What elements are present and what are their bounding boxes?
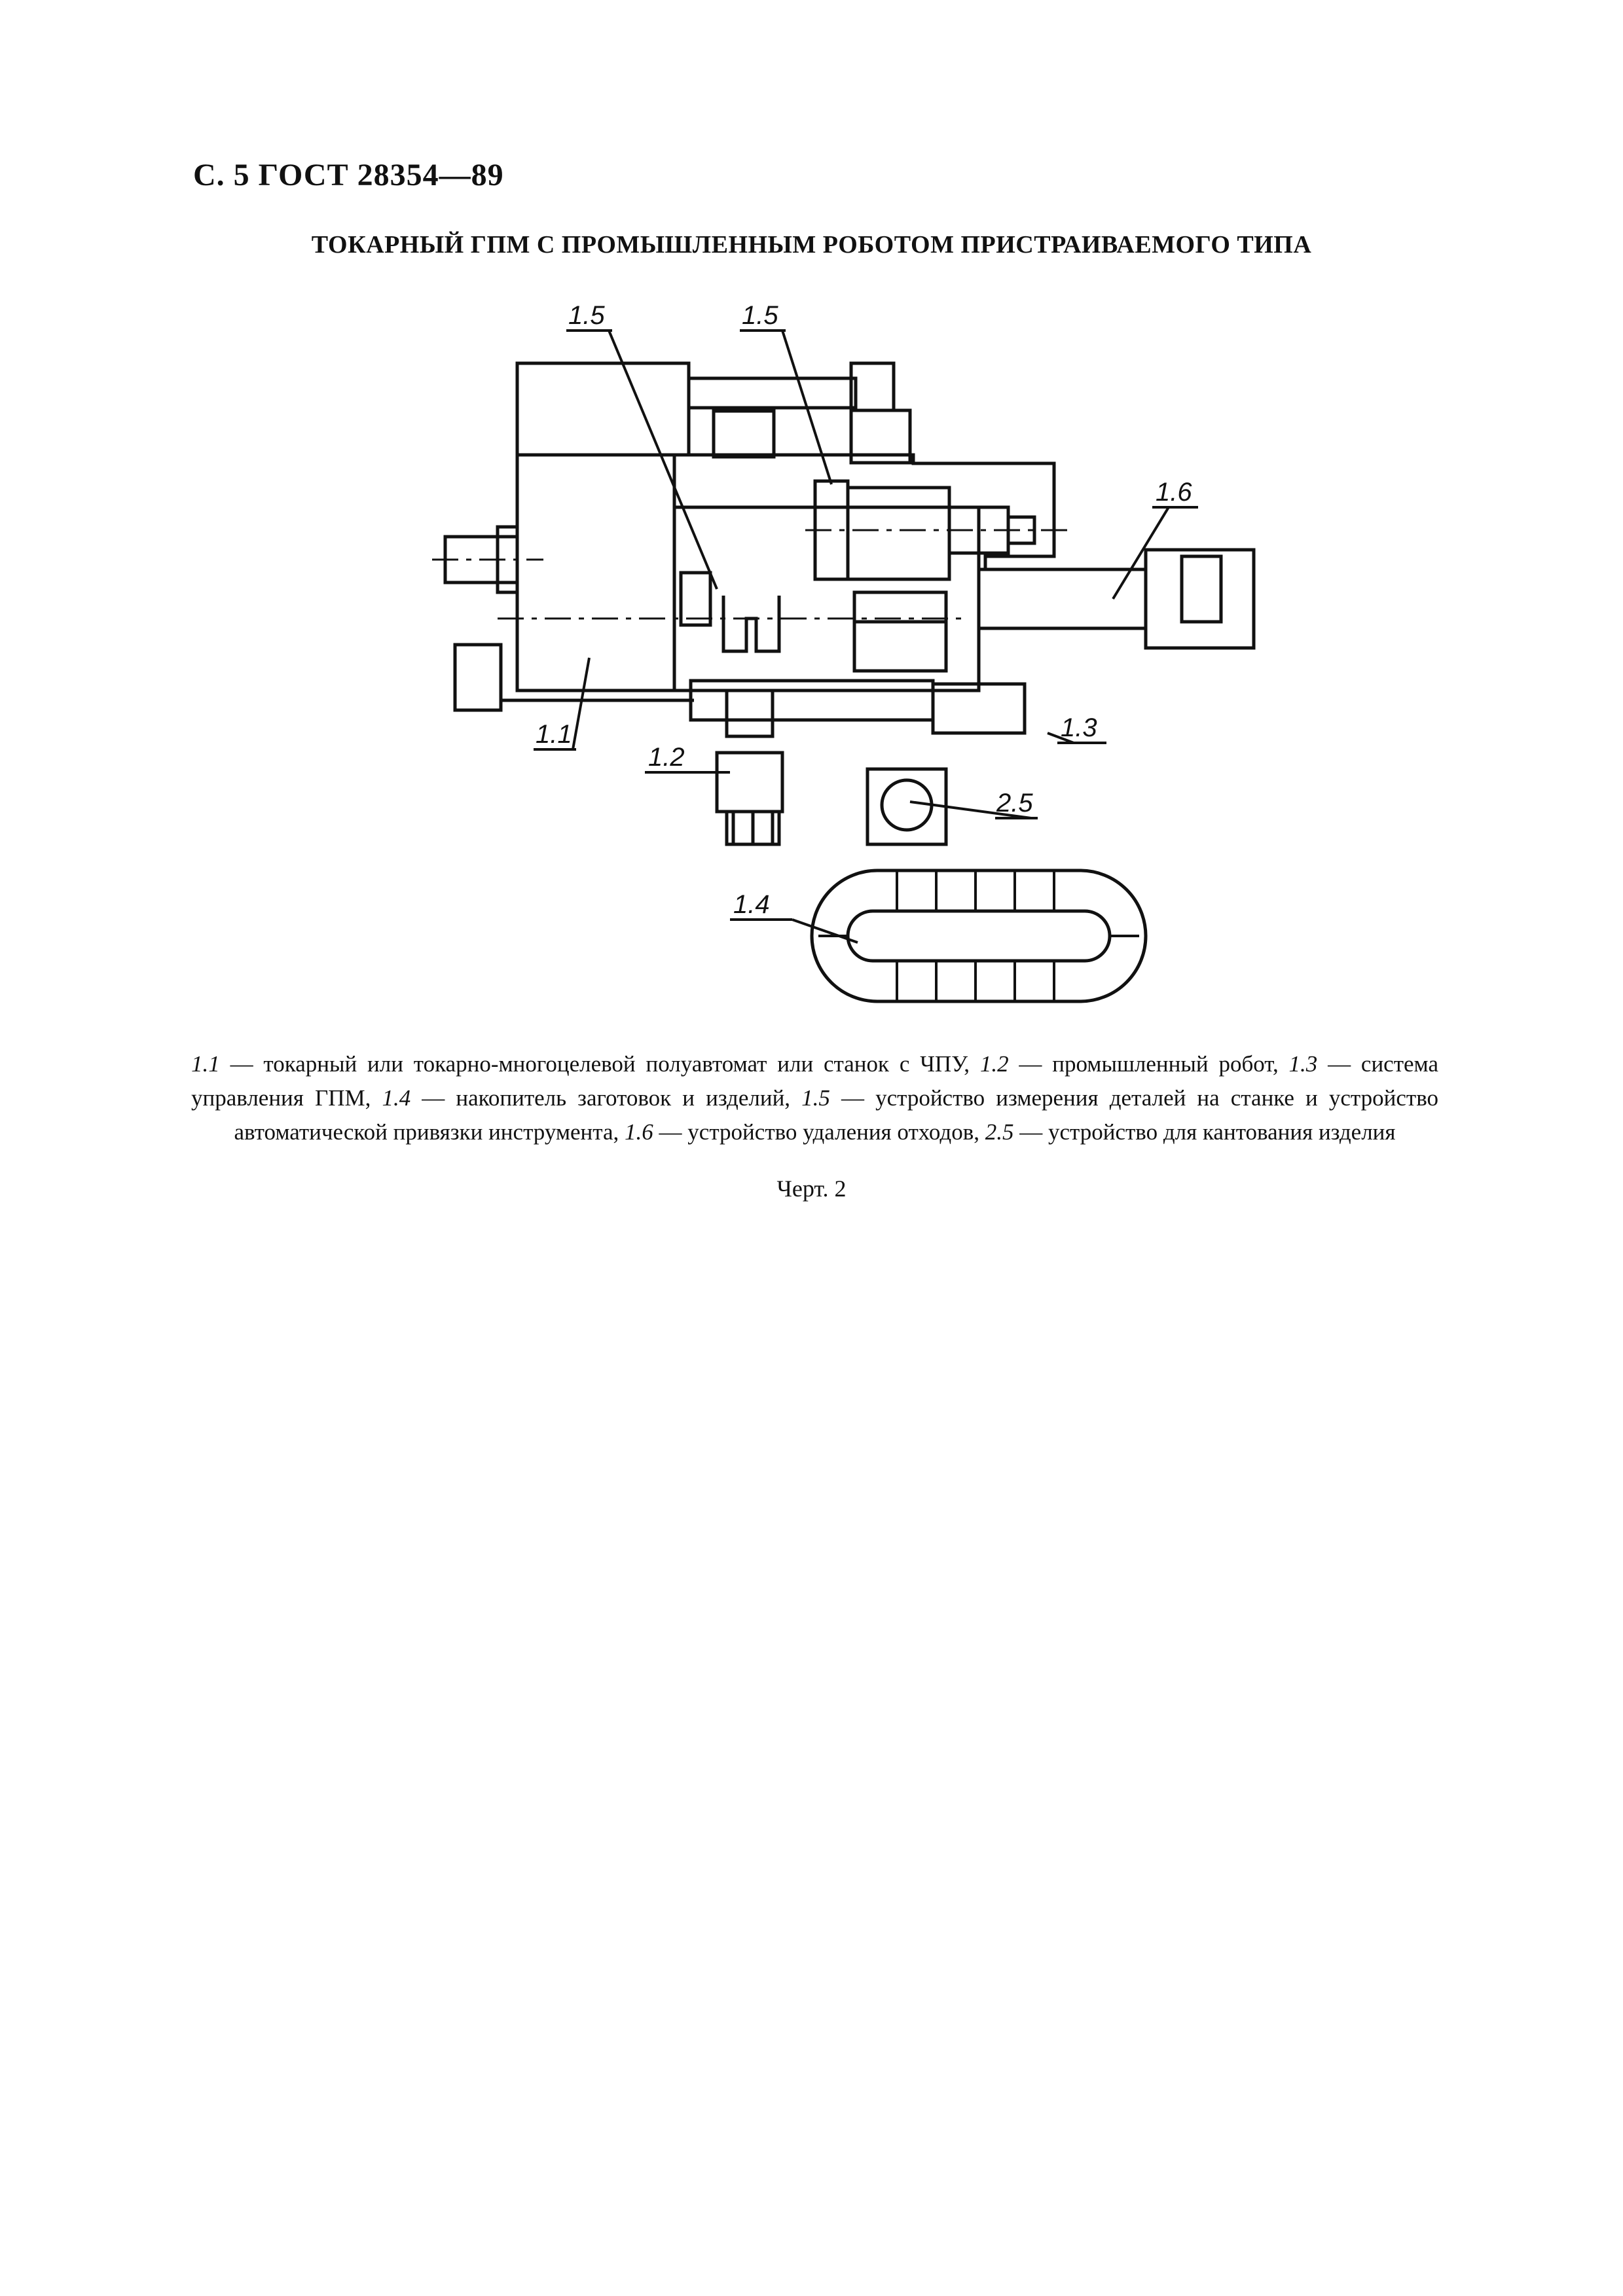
legend-num: 1.2 bbox=[979, 1051, 1009, 1077]
figure-number: Черт. 2 bbox=[776, 1175, 847, 1202]
legend-caption: 1.1 — токарный или токарно-многоцелевой … bbox=[191, 1047, 1438, 1149]
chuck-left bbox=[443, 535, 519, 584]
storage-outer bbox=[810, 869, 1148, 1003]
chuck-left-inner bbox=[496, 525, 519, 594]
conveyor-box bbox=[1180, 554, 1223, 624]
turret-block bbox=[846, 486, 951, 581]
leader-1 bbox=[608, 330, 718, 590]
control-cabinet bbox=[931, 682, 1027, 735]
legend-text: — токарный или токарно-многоцелевой полу… bbox=[219, 1051, 980, 1077]
legend-num: 1.5 bbox=[801, 1085, 830, 1111]
pendant bbox=[453, 643, 503, 712]
spindle-tip bbox=[1006, 515, 1036, 545]
callout-1-4: 1.4 bbox=[733, 890, 770, 919]
callout-1-3: 1.3 bbox=[1061, 713, 1097, 742]
legend-text: — устройство измерения деталей на станке… bbox=[234, 1085, 1438, 1145]
carriage-area bbox=[672, 505, 981, 692]
column-top bbox=[849, 361, 896, 412]
leader-4 bbox=[572, 657, 591, 750]
chip-conveyor bbox=[977, 567, 1148, 630]
legend-num: 2.5 bbox=[985, 1119, 1014, 1145]
leader-6 bbox=[1047, 732, 1074, 744]
conveyor-end bbox=[1144, 548, 1256, 650]
gripper bbox=[721, 596, 781, 653]
leader-7 bbox=[909, 800, 1032, 819]
robot-column bbox=[725, 689, 775, 738]
turnover-device bbox=[866, 767, 948, 846]
turret-disk bbox=[813, 479, 850, 581]
leader-2 bbox=[781, 330, 833, 485]
upper-rail bbox=[687, 376, 858, 410]
leader-3 bbox=[1112, 506, 1170, 600]
lower-bed bbox=[689, 679, 935, 722]
callout-2-5: 2.5 bbox=[996, 789, 1033, 817]
robot-body bbox=[715, 751, 784, 814]
legend-num: 1.1 bbox=[191, 1051, 220, 1077]
tailstock bbox=[852, 590, 948, 624]
callout-1-5-b: 1.5 bbox=[742, 301, 778, 330]
spindle bbox=[947, 505, 1010, 555]
legend-text: — промышленный робот, bbox=[1008, 1051, 1289, 1077]
robot-base bbox=[725, 810, 781, 846]
upper-block bbox=[712, 409, 776, 459]
callout-1-6: 1.6 bbox=[1156, 478, 1192, 507]
lathe-headstock bbox=[515, 453, 676, 692]
storage-inner bbox=[846, 909, 1112, 963]
legend-text: — устройство удаления отходов, bbox=[653, 1119, 985, 1145]
tailstock-base bbox=[852, 620, 948, 673]
callout-1-1: 1.1 bbox=[536, 720, 572, 749]
callout-1-2: 1.2 bbox=[648, 743, 685, 772]
lathe-headstock-top bbox=[515, 361, 691, 457]
legend-text: — накопитель заготовок и изделий, bbox=[410, 1085, 802, 1111]
legend-text: — устройство для кантования изделия bbox=[1013, 1119, 1396, 1145]
legend-num: 1.6 bbox=[625, 1119, 653, 1145]
legend-num: 1.4 bbox=[382, 1085, 411, 1111]
legend-text: — система управления ГПМ, bbox=[191, 1051, 1438, 1111]
page-header: С. 5 ГОСТ 28354—89 bbox=[193, 158, 504, 192]
legend-num: 1.3 bbox=[1288, 1051, 1318, 1077]
leader-8 bbox=[792, 918, 858, 944]
turnover-circle bbox=[880, 778, 934, 832]
column bbox=[849, 408, 912, 465]
tool-holder bbox=[679, 571, 712, 627]
drawing-title: ТОКАРНЫЙ ГПМ С ПРОМЫШЛЕННЫМ РОБОТОМ ПРИС… bbox=[311, 231, 1312, 259]
machine-frame bbox=[674, 453, 1142, 571]
callout-1-5-a: 1.5 bbox=[568, 301, 605, 330]
